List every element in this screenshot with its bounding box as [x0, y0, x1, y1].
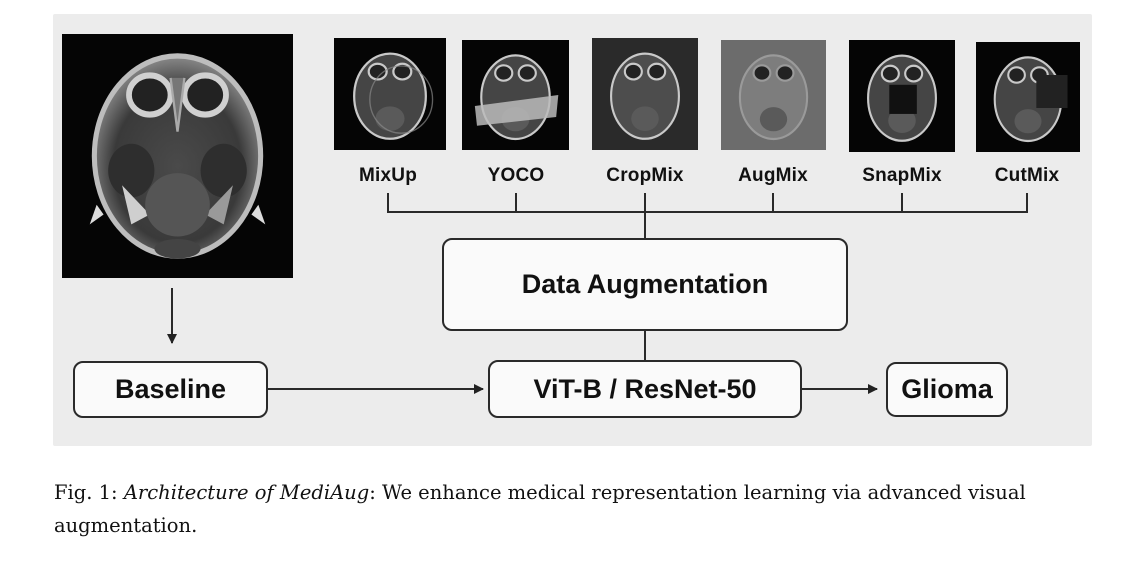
augmix-label: AugMix	[738, 165, 808, 186]
snapmix-label: SnapMix	[862, 165, 942, 186]
yoco-label: YOCO	[487, 165, 545, 186]
baseline-box: Baseline	[73, 361, 268, 418]
caption-fig-label: Fig. 1:	[54, 481, 118, 504]
augmix-thumbnail	[721, 40, 826, 150]
glioma-box: Glioma	[886, 362, 1008, 417]
data-augmentation-box: Data Augmentation	[442, 238, 848, 331]
figure-caption: Fig. 1: Architecture of MediAug: We enha…	[54, 476, 1104, 542]
caption-title: Architecture of MediAug	[123, 481, 370, 504]
model-box: ViT-B / ResNet-50	[488, 360, 802, 418]
mixup-label: MixUp	[359, 165, 417, 186]
yoco-thumbnail	[462, 40, 569, 150]
cropmix-label: CropMix	[606, 165, 684, 186]
cropmix-thumbnail	[592, 38, 698, 150]
cutmix-thumbnail	[976, 42, 1080, 152]
baseline-mri-image	[62, 34, 293, 278]
cutmix-label: CutMix	[994, 165, 1060, 186]
mixup-thumbnail	[334, 38, 446, 150]
snapmix-thumbnail	[849, 40, 955, 152]
caption-text: : We enhance medical representation lear…	[54, 481, 1026, 537]
